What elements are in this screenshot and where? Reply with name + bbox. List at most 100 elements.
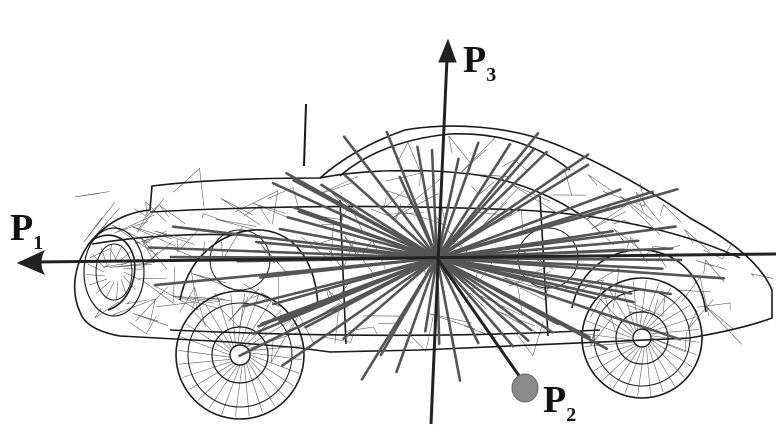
mesh-line — [448, 135, 471, 164]
mesh-line — [221, 364, 241, 415]
radial-ray — [435, 157, 460, 260]
mesh-line — [135, 286, 168, 322]
front-wheel — [175, 290, 305, 420]
mesh-line — [602, 182, 646, 207]
mesh-line — [126, 299, 150, 305]
mesh-line — [109, 262, 156, 268]
mesh-line — [599, 298, 634, 334]
radial-ray — [297, 210, 439, 260]
radial-ray — [435, 204, 624, 260]
mesh-line — [186, 323, 231, 354]
mesh-line — [156, 301, 196, 310]
mesh-line — [613, 220, 638, 227]
mesh-line — [123, 267, 142, 270]
radial-rays — [147, 130, 726, 382]
mesh-line — [179, 286, 206, 328]
mesh-line — [390, 212, 425, 215]
radial-ray — [435, 256, 480, 345]
radial-ray — [430, 148, 439, 260]
mesh-line — [245, 362, 263, 413]
axis-label-p2: P2 — [543, 379, 576, 426]
mesh-line — [244, 309, 283, 347]
mesh-line — [612, 347, 641, 389]
mesh-line — [696, 302, 731, 310]
mesh-line — [248, 359, 286, 398]
mesh-line — [590, 316, 614, 346]
mesh-line — [182, 360, 233, 378]
principal-axes — [16, 38, 776, 425]
mesh-line — [123, 275, 136, 291]
mesh-line — [246, 319, 292, 348]
axis-p1-arrowhead — [16, 249, 46, 276]
axis-label-p3: P3 — [463, 39, 496, 86]
mesh-line — [83, 202, 116, 243]
mesh-line — [639, 280, 647, 329]
mesh-line — [378, 322, 401, 325]
mesh-line — [113, 245, 123, 263]
mesh-line — [142, 230, 167, 245]
radial-ray — [281, 256, 439, 367]
car-body-outline — [73, 125, 773, 353]
mesh-line — [591, 308, 633, 337]
car-beltline — [149, 205, 741, 259]
mesh-line — [135, 233, 167, 244]
mesh-line — [684, 229, 710, 252]
mesh-line — [649, 344, 675, 387]
mesh-line — [228, 288, 260, 322]
mesh-line — [562, 279, 604, 296]
radial-ray — [435, 256, 682, 341]
radial-ray — [435, 141, 480, 260]
mesh-line — [89, 278, 108, 286]
radial-ray — [435, 150, 549, 260]
radial-ray — [435, 256, 559, 326]
spare-wheel — [83, 227, 145, 317]
mesh-line — [593, 345, 636, 371]
radial-ray — [238, 256, 439, 358]
axis-p3-arrowhead — [438, 38, 457, 63]
mesh-line — [132, 313, 168, 326]
mesh-line — [404, 316, 434, 352]
mesh-line — [249, 356, 294, 387]
mesh-line — [142, 266, 176, 304]
mesh-line — [477, 174, 511, 178]
mesh-line — [89, 248, 119, 264]
mesh-line — [271, 323, 293, 363]
mesh-line — [591, 200, 633, 230]
mesh-line — [197, 363, 236, 401]
radial-ray — [259, 256, 439, 279]
radial-ray — [286, 215, 439, 260]
mesh-line — [587, 174, 614, 193]
radial-ray — [278, 227, 439, 260]
mesh-line — [237, 293, 245, 346]
radial-ray — [435, 229, 614, 260]
radial-ray — [435, 256, 554, 334]
mesh-line — [153, 230, 195, 245]
mesh-line — [235, 190, 279, 225]
mesh-line — [134, 203, 160, 217]
radial-ray — [435, 256, 672, 296]
mesh-line — [104, 262, 128, 268]
car-roof-line — [319, 169, 586, 219]
mesh-line — [624, 347, 643, 394]
axis-p1-line — [35, 252, 776, 264]
mesh-line — [516, 321, 544, 357]
mesh-line — [137, 198, 165, 233]
car-wireframe — [73, 125, 773, 353]
mesh-line — [112, 298, 156, 325]
mesh-line — [178, 350, 231, 358]
mesh-line — [620, 195, 661, 236]
radial-ray — [398, 175, 439, 260]
mesh-line — [202, 213, 223, 221]
mesh-line — [253, 202, 293, 220]
radial-ray — [435, 256, 515, 348]
mesh-line — [120, 278, 128, 297]
mesh-line — [123, 271, 141, 281]
axis-p2-line — [435, 257, 524, 381]
front-fender-left — [91, 234, 136, 311]
radial-ray — [342, 135, 439, 260]
radial-ray — [435, 256, 636, 304]
mesh-line — [651, 337, 698, 356]
mesh-line — [188, 362, 234, 391]
radial-ray — [416, 145, 439, 260]
